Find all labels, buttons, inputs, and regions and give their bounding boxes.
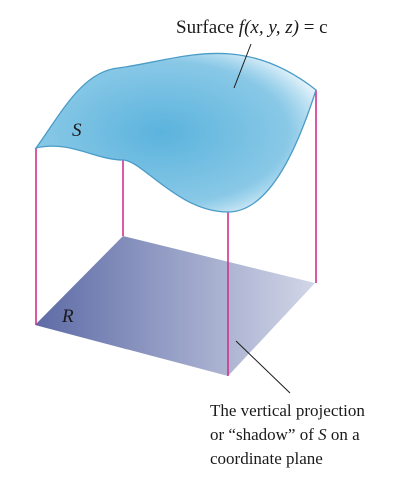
surface-label-prefix: Surface [176,17,239,38]
surface-leader-line [233,43,252,89]
region-name-label: R [61,306,74,327]
caption-line-2: or “shadow” of S on a [210,425,360,444]
surface-s [34,52,317,213]
surface-label-rest: = c [299,17,328,38]
caption-line-2-pre: or “shadow” of [210,425,318,444]
caption-line-2-post: on a [327,425,361,444]
surface-label-func: f [239,17,247,38]
caption-leader-line [235,340,291,394]
region-r [35,236,315,376]
caption-line-1: The vertical projection [210,401,365,420]
surface-name-label: S [72,120,82,141]
surface-label-args: (x, y, z) [244,17,299,38]
caption-line-3: coordinate plane [210,449,323,468]
caption-line-2-var: S [318,425,327,444]
surface-label: Surface f(x, y, z) = c [176,17,328,38]
